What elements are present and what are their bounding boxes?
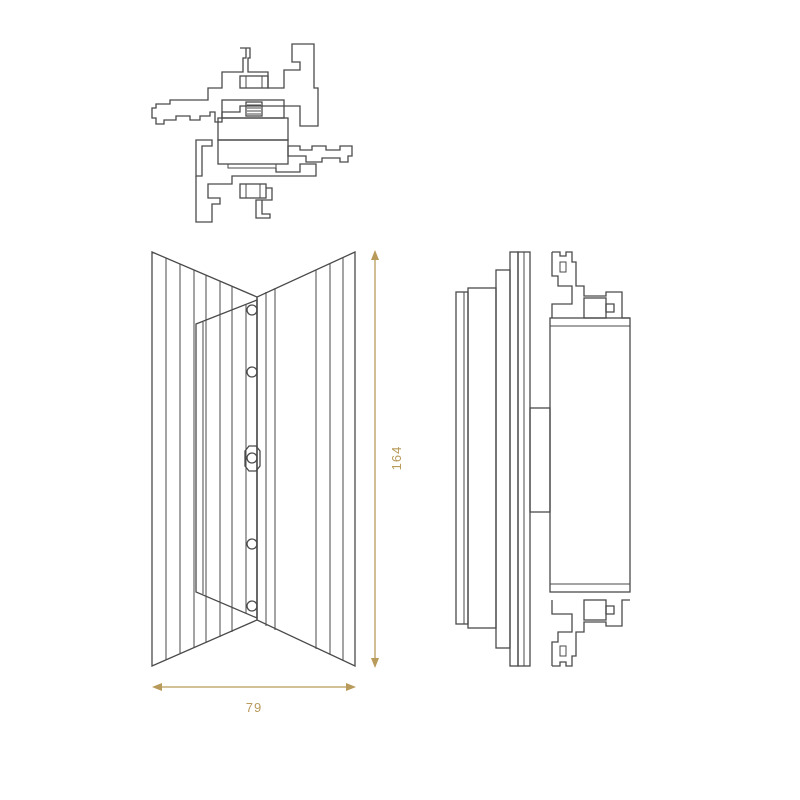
section-top-view	[151, 43, 353, 223]
screw-icon	[246, 600, 258, 612]
dimension-height-label: 164	[389, 446, 404, 471]
screw-icon	[246, 366, 258, 378]
side-view	[455, 251, 631, 667]
front-view	[151, 250, 356, 668]
screw-icon	[246, 304, 258, 316]
screw-icon	[246, 538, 258, 550]
hex-bolt-icon	[244, 445, 261, 472]
dimension-height: 164	[371, 250, 404, 668]
dimension-width: 79	[152, 683, 356, 715]
dimension-width-label: 79	[246, 700, 262, 715]
